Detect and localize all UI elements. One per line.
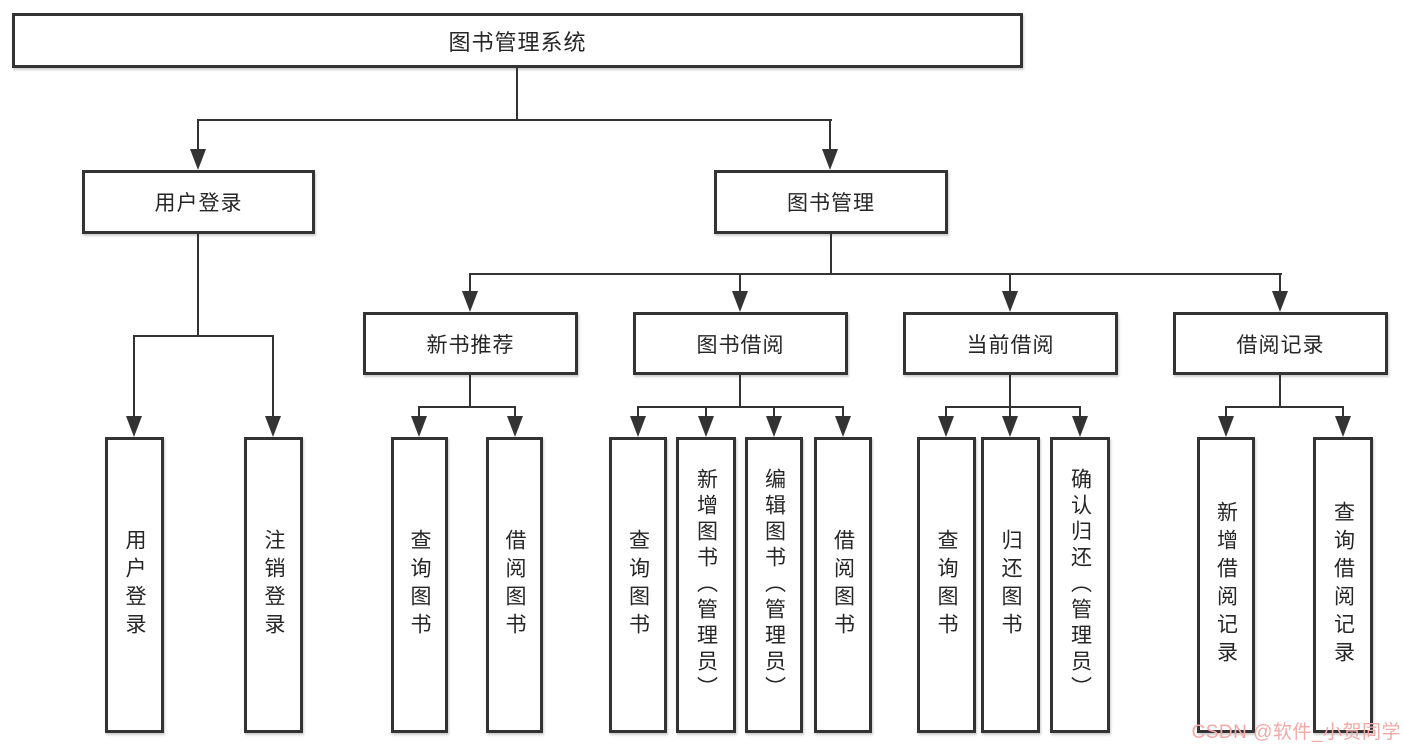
leaf-newbook-borrow-books: 借阅图书 — [486, 437, 543, 733]
arrow-down-icon — [507, 416, 523, 437]
connector-line — [637, 406, 639, 418]
connector-line — [197, 119, 199, 150]
connector-line — [1009, 273, 1011, 293]
node-new-book-recommend: 新书推荐 — [363, 312, 578, 375]
arrow-down-icon — [630, 416, 646, 437]
arrow-down-icon — [835, 416, 851, 437]
arrow-down-icon — [698, 416, 714, 437]
node-root-label: 图书管理系统 — [448, 29, 587, 55]
node-user-login-label: 用户登录 — [154, 192, 243, 215]
leaf-current-confirm-return-admin: 确认归还（管理员） — [1050, 437, 1110, 733]
leaf-borrow-edit-books-admin: 编辑图书（管理员） — [745, 437, 803, 733]
connector-line — [418, 406, 516, 408]
connector-line — [133, 335, 273, 337]
connector-line — [133, 335, 135, 417]
arrow-down-icon — [732, 291, 748, 312]
connector-line — [197, 119, 832, 121]
watermark: CSDN @软件_小贺同学 — [1191, 722, 1401, 743]
node-current-borrow-label: 当前借阅 — [966, 333, 1055, 357]
connector-line — [469, 273, 1282, 275]
connector-line — [945, 406, 947, 418]
arrow-down-icon — [265, 416, 281, 437]
connector-line — [1225, 406, 1227, 418]
node-book-management: 图书管理 — [714, 170, 948, 234]
connector-line — [1342, 406, 1344, 418]
arrow-down-icon — [822, 149, 838, 170]
connector-line — [829, 119, 831, 150]
connector-line — [418, 406, 420, 418]
arrow-down-icon — [411, 416, 427, 437]
arrow-down-icon — [1218, 416, 1234, 437]
arrow-down-icon — [462, 291, 478, 312]
node-borrow-records: 借阅记录 — [1173, 312, 1388, 375]
arrow-down-icon — [938, 416, 954, 437]
node-borrow-records-label: 借阅记录 — [1236, 333, 1325, 357]
arrow-down-icon — [190, 149, 206, 170]
connector-line — [469, 375, 471, 408]
connector-line — [637, 406, 844, 408]
connector-line — [516, 68, 518, 120]
node-current-borrow: 当前借阅 — [903, 312, 1118, 375]
connector-line — [197, 234, 199, 336]
leaf-records-add-record: 新增借阅记录 — [1197, 437, 1255, 733]
leaf-borrow-add-books-admin: 新增图书（管理员） — [676, 437, 736, 733]
node-user-login: 用户登录 — [82, 170, 315, 234]
connector-line — [1079, 406, 1081, 418]
leaf-logout: 注销登录 — [244, 437, 303, 733]
connector-line — [1225, 406, 1344, 408]
leaf-newbook-query-books: 查询图书 — [391, 437, 448, 733]
connector-line — [945, 406, 1081, 408]
arrow-down-icon — [1072, 416, 1088, 437]
node-new-book-recommend-label: 新书推荐 — [426, 333, 515, 357]
arrow-down-icon — [126, 416, 142, 437]
node-root: 图书管理系统 — [12, 13, 1023, 68]
connector-line — [705, 406, 707, 418]
leaf-borrow-query-books: 查询图书 — [609, 437, 667, 733]
connector-line — [1009, 375, 1011, 408]
arrow-down-icon — [1002, 416, 1018, 437]
connector-line — [773, 406, 775, 418]
arrow-down-icon — [1272, 291, 1288, 312]
connector-line — [1279, 375, 1281, 408]
connector-line — [272, 335, 274, 417]
node-book-management-label: 图书管理 — [787, 192, 875, 215]
arrow-down-icon — [766, 416, 782, 437]
connector-line — [469, 273, 471, 293]
leaf-current-return-books: 归还图书 — [981, 437, 1040, 733]
connector-line — [739, 273, 741, 293]
arrow-down-icon — [1002, 291, 1018, 312]
leaf-current-query-books: 查询图书 — [917, 437, 976, 733]
connector-line — [739, 375, 741, 408]
connector-line — [1009, 406, 1011, 418]
node-book-borrow: 图书借阅 — [633, 312, 848, 375]
node-book-borrow-label: 图书借阅 — [696, 333, 785, 357]
leaf-borrow-borrow-books: 借阅图书 — [814, 437, 872, 733]
connector-line — [1279, 273, 1281, 293]
leaf-user-login: 用户登录 — [105, 437, 164, 733]
leaf-records-query-record: 查询借阅记录 — [1313, 437, 1373, 733]
arrow-down-icon — [1335, 416, 1351, 437]
connector-line — [830, 234, 832, 275]
connector-line — [842, 406, 844, 418]
connector-line — [514, 406, 516, 418]
